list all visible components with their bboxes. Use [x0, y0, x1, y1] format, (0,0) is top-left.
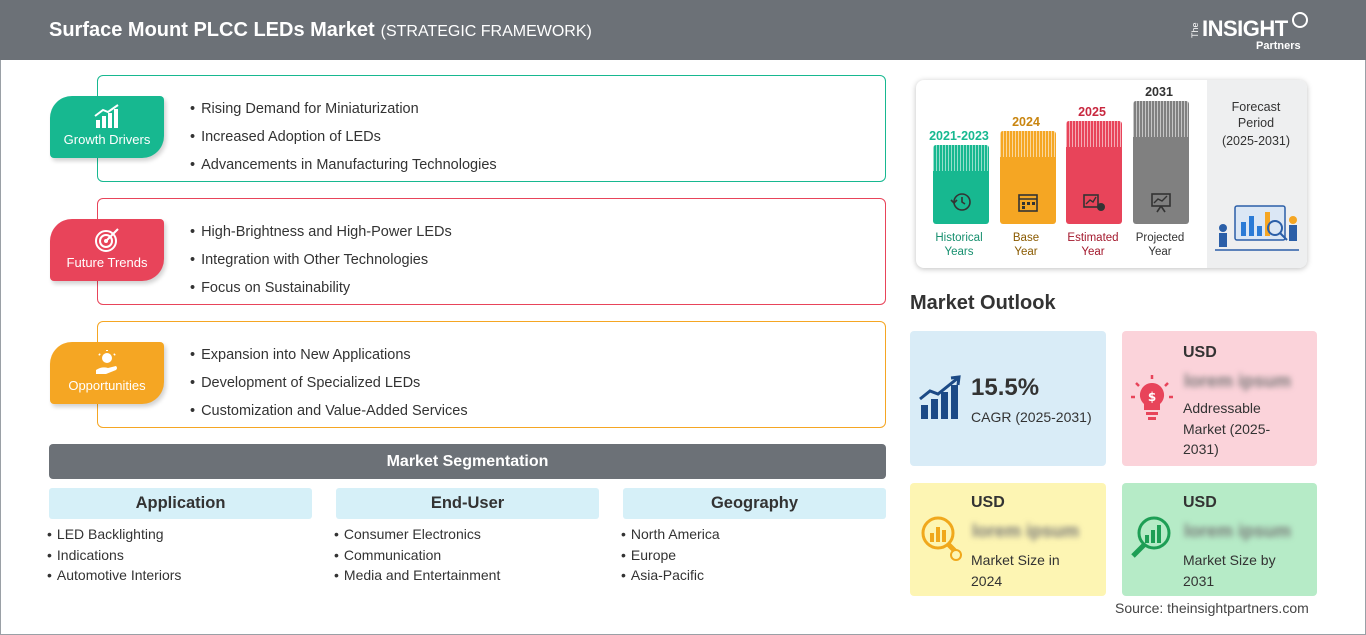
segmentation-bar: Market Segmentation	[49, 444, 886, 479]
magnifier-chart-icon	[921, 516, 962, 561]
growth-chart-icon	[94, 104, 119, 128]
analytics-people-icon	[1215, 205, 1299, 251]
opportunities-list: Expansion into New Applications Developm…	[190, 341, 468, 425]
calendar-icon	[1018, 194, 1038, 212]
list-item: Indications	[47, 545, 181, 566]
application-list: LED Backlighting Indications Automotive …	[47, 524, 182, 586]
list-item: Focus on Sustainability	[190, 274, 452, 302]
segment-head-geography: Geography	[623, 488, 886, 519]
year-historical: 2021-2023	[929, 129, 989, 143]
svg-text:$: $	[1148, 390, 1156, 404]
logo-partners: Partners	[1256, 40, 1301, 52]
list-item: Communication	[334, 545, 500, 566]
opportunities-badge: Opportunities	[50, 342, 164, 404]
growth-bars-icon	[919, 375, 961, 419]
size-2024-currency: USD	[971, 494, 1005, 511]
year-estimated: 2025	[1078, 105, 1106, 119]
year-projected: 2031	[1145, 85, 1173, 99]
page-title: Surface Mount PLCC LEDs Market(STRATEGIC…	[49, 19, 592, 41]
projection-board-icon	[1151, 193, 1171, 213]
addressable-currency: USD	[1183, 344, 1217, 361]
segment-head-end-user: End-User	[336, 488, 599, 519]
bar-estimated	[1066, 121, 1122, 224]
idea-hand-icon	[96, 350, 117, 374]
list-item: North America	[621, 524, 720, 545]
end-user-list: Consumer Electronics Communication Media…	[334, 524, 500, 586]
market-outlook-title: Market Outlook	[910, 292, 1056, 314]
bar-base	[1000, 131, 1056, 224]
logo-insight: INSIGHT	[1202, 16, 1288, 41]
list-item: Increased Adoption of LEDs	[190, 123, 497, 151]
growth-drivers-box: Rising Demand for Miniaturization Increa…	[97, 75, 886, 182]
list-item: Consumer Electronics	[334, 524, 500, 545]
opportunities-label: Opportunities	[68, 378, 146, 393]
growth-drivers-label: Growth Drivers	[63, 132, 151, 147]
list-item: Advancements in Manufacturing Technologi…	[190, 151, 497, 179]
list-item: Expansion into New Applications	[190, 341, 468, 369]
list-item: Rising Demand for Miniaturization	[190, 95, 497, 123]
history-clock-icon	[950, 193, 971, 211]
addressable-value: lorem ipsum	[1184, 371, 1292, 391]
size-2031-value: lorem ipsum	[1184, 521, 1292, 541]
future-trends-box: High-Brightness and High-Power LEDs Inte…	[97, 198, 886, 305]
logo-ring-icon	[1292, 12, 1308, 28]
size-2031-currency: USD	[1183, 494, 1217, 511]
forecast-side	[1207, 80, 1307, 268]
geography-list: North America Europe Asia-Pacific	[621, 524, 720, 586]
bar-historical	[933, 145, 989, 224]
list-item: Europe	[621, 545, 720, 566]
year-base: 2024	[1012, 115, 1040, 129]
segment-head-application: Application	[49, 488, 312, 519]
idea-bulb-dollar-icon: $	[1131, 375, 1173, 420]
bar-projected	[1133, 101, 1189, 224]
list-item: Development of Specialized LEDs	[190, 369, 468, 397]
source-note: Source: theinsightpartners.com	[1115, 600, 1309, 616]
list-item: High-Brightness and High-Power LEDs	[190, 218, 452, 246]
target-icon	[95, 228, 119, 252]
list-item: Asia-Pacific	[621, 565, 720, 586]
opportunities-box: Expansion into New Applications Developm…	[97, 321, 886, 428]
future-trends-label: Future Trends	[66, 255, 148, 270]
cagr-card: CAGR (2025-2031)	[910, 331, 1106, 466]
future-trends-list: High-Brightness and High-Power LEDs Inte…	[190, 218, 452, 302]
future-trends-badge: Future Trends	[50, 219, 164, 281]
cagr-value: 15.5%	[971, 374, 1040, 401]
estimate-chart-icon	[1083, 194, 1105, 211]
header-bar: Surface Mount PLCC LEDs Market(STRATEGIC…	[0, 0, 1366, 60]
magnifier-growth-icon	[1131, 516, 1171, 558]
list-item: Customization and Value-Added Services	[190, 397, 468, 425]
size-2024-value: lorem ipsum	[972, 521, 1080, 541]
insight-partners-logo: The INSIGHT Partners	[1190, 10, 1310, 54]
logo-the: The	[1190, 22, 1200, 38]
list-item: Integration with Other Technologies	[190, 246, 452, 274]
page-subtitle: (STRATEGIC FRAMEWORK)	[380, 23, 592, 40]
growth-drivers-list: Rising Demand for Miniaturization Increa…	[190, 95, 497, 179]
growth-drivers-badge: Growth Drivers	[50, 96, 164, 158]
cagr-label: CAGR (2025-2031)	[971, 409, 1092, 425]
list-item: Media and Entertainment	[334, 565, 500, 586]
list-item: Automotive Interiors	[47, 565, 182, 586]
list-item: LED Backlighting	[47, 524, 181, 545]
